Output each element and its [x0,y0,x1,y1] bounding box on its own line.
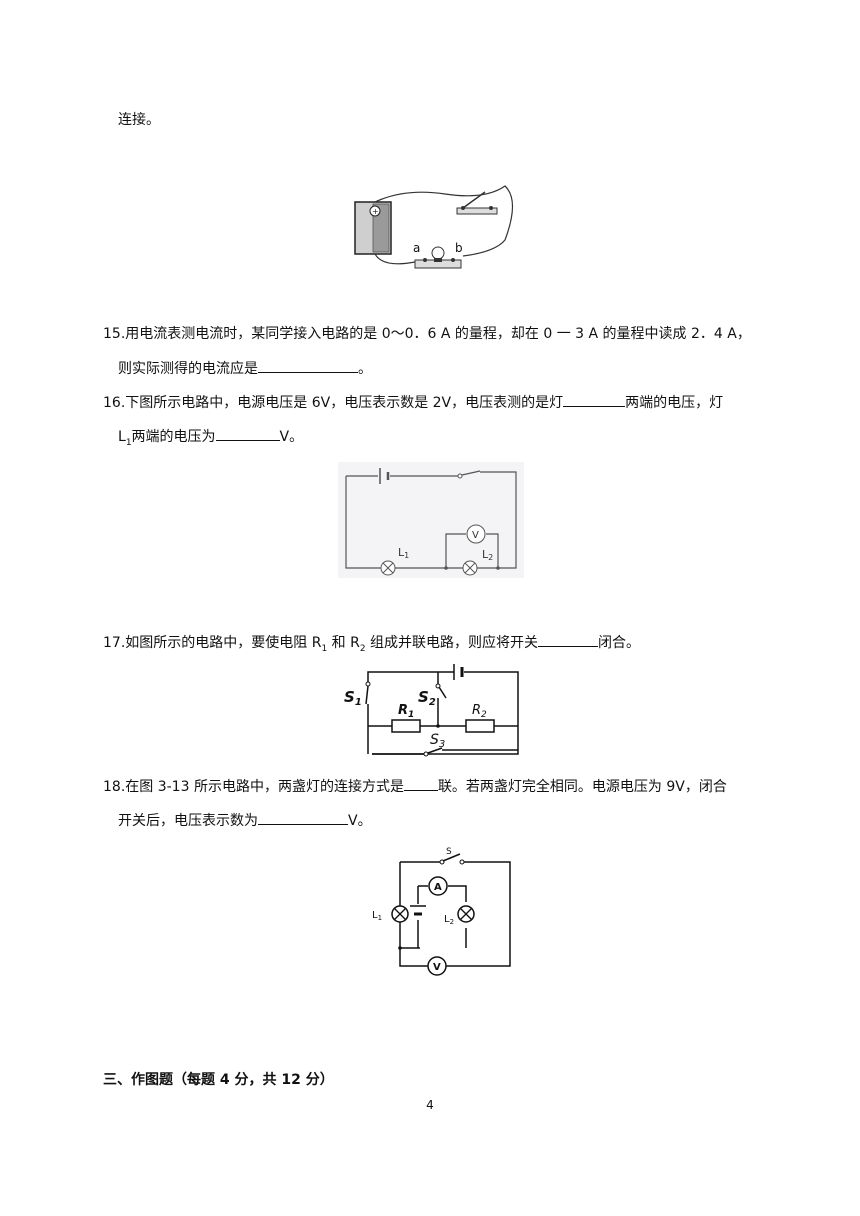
continuation-text: 连接。 [118,112,160,128]
svg-text:+: + [372,207,379,216]
question-15-line-1: 15.用电流表测电流时，某同学接入电路的是 0～0．6 A 的量程，却在 0 一… [103,326,751,342]
answer-blank-18a[interactable] [403,776,438,791]
terminal-a-label: a [413,241,420,255]
terminal-b-label: b [455,241,463,255]
answer-blank-17[interactable] [538,632,599,647]
answer-blank-16a[interactable] [563,392,626,407]
answer-blank-15[interactable] [258,358,358,373]
lamp-ammeter-voltmeter-figure: S L1 A L2 V [372,847,511,976]
svg-text:S2: S2 [418,688,436,708]
answer-blank-18b[interactable] [258,810,348,825]
svg-text:S3: S3 [430,732,445,750]
resistor-switch-circuit-figure: S1 R1 R2 S2 S3 [344,664,519,757]
svg-text:V: V [433,962,441,973]
svg-text:V: V [472,530,479,541]
svg-text:L1: L1 [372,910,382,922]
series-circuit-voltmeter-figure: L1 L2 V [338,462,524,578]
svg-text:L1: L1 [398,546,409,560]
svg-text:L2: L2 [482,548,493,562]
svg-text:R1: R1 [398,703,414,720]
page-number: 4 [426,1098,434,1112]
question-18-line-1: 18.在图 3-13 所示电路中，两盏灯的连接方式是联。若两盏灯完全相同。电源电… [103,776,727,797]
question-17: 17.如图所示的电路中，要使电阻 R1 和 R2 组成并联电路，则应将开关闭合。 [103,632,640,659]
section-3-heading: 三、作图题（每题 4 分，共 12 分） [103,1072,334,1088]
svg-text:S1: S1 [344,688,362,708]
svg-text:R2: R2 [472,703,487,720]
question-16-line-1: 16.下图所示电路中，电源电压是 6V，电压表示数是 2V，电压表测的是灯两端的… [103,392,723,413]
svg-text:S: S [446,847,452,857]
battery-switch-bulb-figure: + a b [354,185,514,269]
svg-text:A: A [434,882,442,893]
svg-text:L2: L2 [444,914,454,926]
question-15-line-2: 则实际测得的电流应是。 [118,358,372,379]
answer-blank-16b[interactable] [215,426,280,441]
